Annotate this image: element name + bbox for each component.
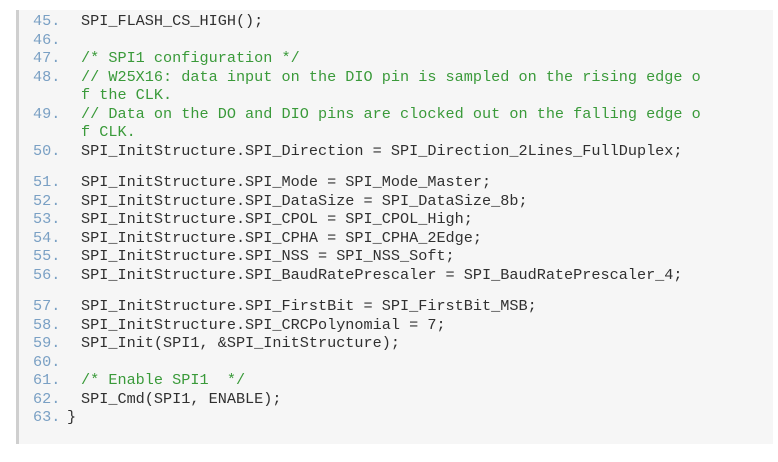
code-text: SPI_InitStructure.SPI_Direction = SPI_Di…: [81, 141, 683, 160]
code-comment: // Data on the DO and DIO pins are clock…: [81, 104, 701, 123]
code-text: SPI_InitStructure.SPI_BaudRatePrescaler …: [81, 265, 683, 284]
code-text: SPI_InitStructure.SPI_CRCPolynomial = 7;: [81, 315, 446, 334]
code-line: 61. /* Enable SPI1 */: [33, 371, 773, 390]
code-text: SPI_InitStructure.SPI_DataSize = SPI_Dat…: [81, 191, 528, 210]
code-text: SPI_InitStructure.SPI_CPHA = SPI_CPHA_2E…: [81, 228, 483, 247]
line-number: 48.: [33, 67, 61, 86]
line-number: 63.: [33, 408, 61, 426]
code-comment: /* Enable SPI1 */: [81, 371, 246, 389]
line-number: 51.: [33, 173, 61, 191]
line-number: 46.: [33, 30, 61, 49]
code-comment: f the CLK.: [81, 86, 173, 104]
line-number: 60.: [33, 352, 61, 371]
line-number: 59.: [33, 334, 61, 352]
code-line: 60.: [33, 353, 773, 372]
line-number: 50.: [33, 141, 61, 160]
code-line: 62. SPI_Cmd(SPI1, ENABLE);: [33, 390, 773, 409]
code-text: SPI_InitStructure.SPI_NSS = SPI_NSS_Soft…: [81, 247, 455, 265]
code-text: SPI_InitStructure.SPI_CPOL = SPI_CPOL_Hi…: [81, 210, 473, 228]
code-comment: f CLK.: [81, 123, 136, 141]
code-line: 50. SPI_InitStructure.SPI_Direction = SPI…: [33, 142, 773, 161]
code-block: 45. SPI_FLASH_CS_HIGH(); 46. 47. /* SPI1 c…: [16, 10, 773, 444]
code-text: SPI_InitStructure.SPI_FirstBit = SPI_Fir…: [81, 297, 537, 315]
line-number: 53.: [33, 210, 61, 228]
code-line: 52. SPI_InitStructure.SPI_DataSize = SPI_…: [33, 192, 773, 211]
line-number: 56.: [33, 265, 61, 284]
code-text: SPI_FLASH_CS_HIGH();: [81, 12, 264, 30]
code-line: 54. SPI_InitStructure.SPI_CPHA = SPI_CPHA…: [33, 229, 773, 248]
line-number: 45.: [33, 12, 61, 30]
paragraph-gap: [33, 284, 773, 297]
line-number: 58.: [33, 315, 61, 334]
code-line: 58. SPI_InitStructure.SPI_CRCPolynomial =…: [33, 316, 773, 335]
code-line: 45. SPI_FLASH_CS_HIGH();: [33, 12, 773, 31]
code-text: SPI_InitStructure.SPI_Mode = SPI_Mode_Ma…: [81, 173, 492, 191]
line-number: 62.: [33, 389, 61, 408]
code-line: 55. SPI_InitStructure.SPI_NSS = SPI_NSS_S…: [33, 247, 773, 266]
code-line: 56. SPI_InitStructure.SPI_BaudRatePrescal…: [33, 266, 773, 285]
code-line: 51. SPI_InitStructure.SPI_Mode = SPI_Mode…: [33, 173, 773, 192]
line-number: 57.: [33, 297, 61, 315]
code-line: 49. // Data on the DO and DIO pins are cl…: [33, 105, 773, 124]
code-line: 59. SPI_Init(SPI1, &SPI_InitStructure);: [33, 334, 773, 353]
code-line: 53. SPI_InitStructure.SPI_CPOL = SPI_CPOL…: [33, 210, 773, 229]
code-line-wrap: f the CLK.: [33, 86, 773, 105]
code-line-wrap: f CLK.: [33, 123, 773, 142]
code-line: 47. /* SPI1 configuration */: [33, 49, 773, 68]
code-comment: /* SPI1 configuration */: [81, 49, 300, 67]
code-line: 48. // W25X16: data input on the DIO pin …: [33, 68, 773, 87]
line-number: 54.: [33, 228, 61, 247]
code-line: 57. SPI_InitStructure.SPI_FirstBit = SPI_…: [33, 297, 773, 316]
line-number: 47.: [33, 49, 61, 67]
line-number: 52.: [33, 191, 61, 210]
line-number: 61.: [33, 371, 61, 389]
code-text: SPI_Init(SPI1, &SPI_InitStructure);: [81, 334, 400, 352]
line-number: 55.: [33, 247, 61, 265]
paragraph-gap: [33, 160, 773, 173]
code-line: 46.: [33, 31, 773, 50]
code-text: }: [67, 408, 77, 426]
code-line: 63.}: [33, 408, 773, 427]
code-text: SPI_Cmd(SPI1, ENABLE);: [81, 389, 282, 408]
line-number: 49.: [33, 104, 61, 123]
code-comment: // W25X16: data input on the DIO pin is …: [81, 67, 701, 86]
